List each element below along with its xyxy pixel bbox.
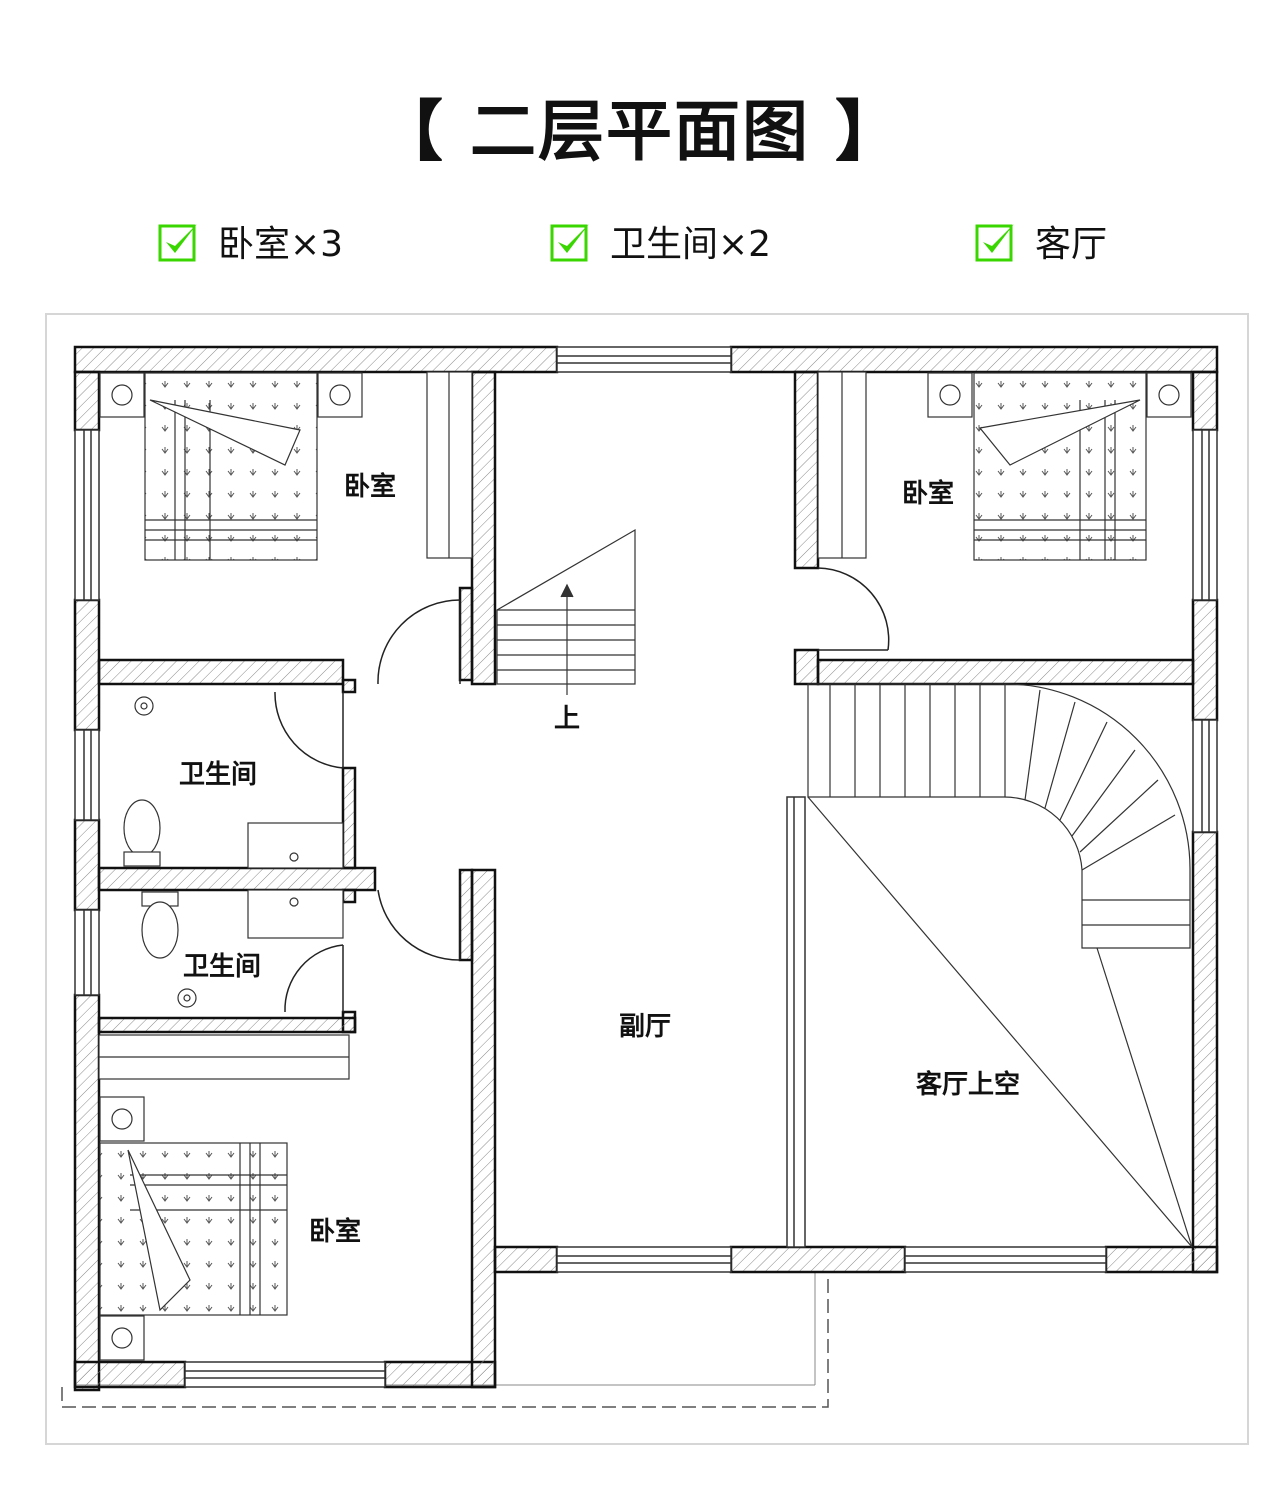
bed-top-right [927, 372, 1192, 561]
wardrobes [98, 371, 867, 1080]
bathroom-fixtures [123, 696, 344, 1008]
plan-frame [45, 313, 1249, 1445]
page-title: 【 二层平面图 】 [377, 93, 903, 170]
room-label-bedroom-top-left: 卧室 [344, 471, 396, 502]
room-label-bedroom-top-right: 卧室 [902, 478, 954, 509]
bed-top-left [99, 372, 363, 561]
room-label-secondary-hall: 副厅 [619, 1012, 671, 1042]
feature-living-room: 客厅 [975, 216, 1107, 266]
green-checkbox-icon [158, 224, 197, 262]
stair-straight [496, 528, 636, 695]
green-checkbox-icon [975, 224, 1014, 262]
stair-up-label: 上 [554, 704, 580, 734]
stair-curved [807, 683, 1193, 1248]
bed-bottom-left [99, 1096, 288, 1361]
room-label-bathroom-lower: 卫生间 [183, 952, 261, 982]
green-checkbox-icon [550, 224, 589, 262]
feature-bathrooms: 卫生间×2 [550, 216, 771, 266]
feature-label: 卫生间×2 [610, 224, 772, 265]
feature-bedrooms: 卧室×3 [158, 216, 343, 266]
room-label-bathroom-upper: 卫生间 [179, 760, 257, 790]
feature-label: 卧室×3 [218, 224, 344, 265]
room-label-living-void: 客厅上空 [916, 1069, 1020, 1100]
room-label-bedroom-bottom-left: 卧室 [309, 1216, 361, 1247]
feature-label: 客厅 [1035, 224, 1108, 265]
doors [274, 567, 890, 1013]
windows [74, 346, 1218, 1388]
